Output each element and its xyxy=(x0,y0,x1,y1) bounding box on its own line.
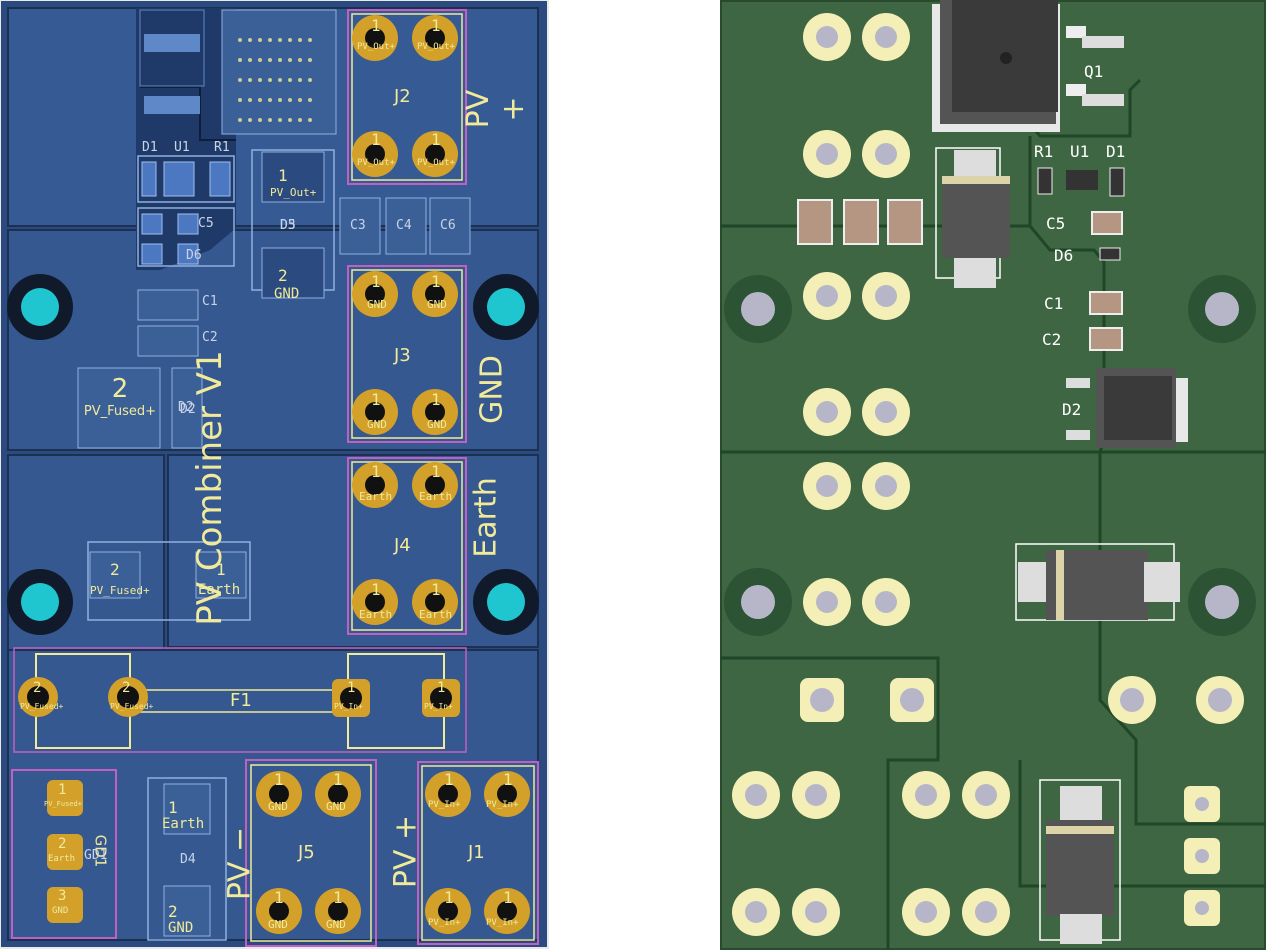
d5-package xyxy=(935,147,1010,288)
smd-pads-top xyxy=(137,9,337,267)
connector-J1[interactable] xyxy=(417,761,539,945)
q1-package xyxy=(932,0,1124,132)
j3-pin-labels: 1 GND 1 GND 1 GND 1 GND xyxy=(367,272,447,431)
j2-pin-labels: 1 PV_Out+ 1 PV_Out+ 1 PV_Out+ 1 PV_Out+ xyxy=(357,16,455,168)
silk-small-pads: 1 PV_Out+ 2 GND 2 PV_Fused+ 1 Earth 1 Ea… xyxy=(90,166,317,936)
pcb-layout-panel: J2 PV + J3 GND J4 Earth F1 J5 PV − J1 PV… xyxy=(0,0,550,950)
d4-package xyxy=(1039,779,1121,944)
silk-mid-left: C1 C2 D2 D3 C3 C4 C6 xyxy=(178,218,456,415)
label-j5-ref: J5 xyxy=(298,842,315,863)
fuse-F1[interactable] xyxy=(13,647,467,753)
gd1-pin-labels: 1 PV_Fused+ 2 Earth 3 GND xyxy=(44,782,82,916)
mounting-holes xyxy=(7,274,539,635)
smd-pads-d4 xyxy=(147,777,227,941)
silk-small-refs: D5 D4 GD1 D2 xyxy=(84,218,296,867)
diode-horizontal xyxy=(1015,543,1180,621)
connector-J4[interactable] xyxy=(347,457,467,635)
label-j3-ref: J3 xyxy=(394,345,411,366)
label-j1-ref: J1 xyxy=(468,842,485,863)
label-f1-ref: F1 xyxy=(230,690,252,711)
pcb-layout-canvas xyxy=(0,0,549,949)
label-j4-ref: J4 xyxy=(394,535,411,556)
j4-pin-labels: 1 Earth 1 Earth 1 Earth 1 Earth xyxy=(359,462,453,621)
connector-J5[interactable] xyxy=(245,759,377,947)
small-smd xyxy=(1037,167,1125,351)
label-j2-side: PV + xyxy=(461,89,531,129)
th-holes xyxy=(745,26,1232,923)
pcb-3d-canvas xyxy=(720,0,1266,950)
f1-pin-labels: 2 PV_Fused+ 2 PV_Fused+ 1 PV_In+ 1 PV_In… xyxy=(20,680,453,711)
label-j1-side: PV + xyxy=(388,814,424,889)
j1-pin-labels: 1 PV_In+ 1 PV_In+ 1 PV_In+ 1 PV_In+ xyxy=(428,770,519,928)
c-ceramic-caps xyxy=(797,199,923,245)
pcb-3d-panel: Q1 R1 U1 D1 C5 D6 C1 C2 D2 xyxy=(720,0,1266,950)
gdt-GD1[interactable] xyxy=(11,769,117,939)
label-j4-side: Earth xyxy=(468,477,504,558)
render-ref-labels: Q1 R1 U1 D1 C5 D6 C1 C2 D2 xyxy=(1034,62,1126,419)
connector-J2[interactable] xyxy=(347,9,467,185)
silk-fuse-block: 2 PV_Fused+ xyxy=(83,374,157,419)
connector-J3[interactable] xyxy=(347,265,467,443)
mounting-holes-3d xyxy=(724,275,1256,636)
label-j2-ref: J2 xyxy=(394,86,411,107)
smd-pads-earth xyxy=(87,541,251,621)
silk-top-left: D1 U1 R1 C5 D6 xyxy=(142,140,230,263)
j5-pin-labels: 1 GND 1 GND 1 GND 1 GND xyxy=(268,770,346,931)
d2-package xyxy=(1066,368,1188,448)
smd-pads-mid xyxy=(77,149,471,449)
